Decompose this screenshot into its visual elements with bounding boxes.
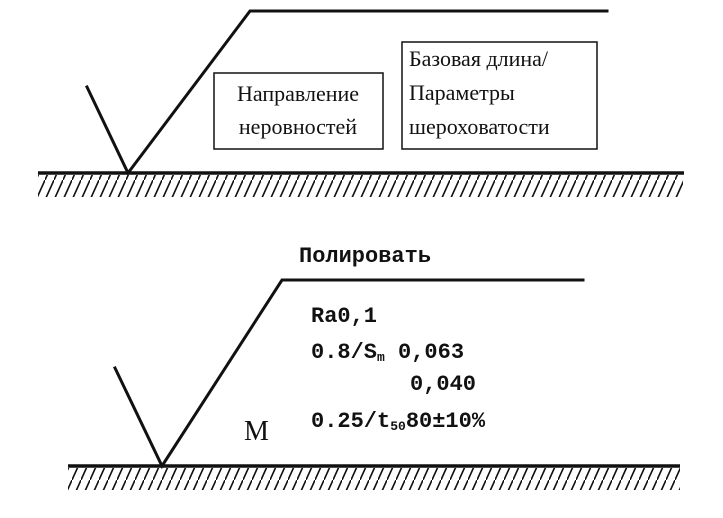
param-line-2-prefix: 0.8/S <box>311 340 377 365</box>
parameters-box-line-2: Параметры <box>409 80 515 105</box>
param-line-2-sub: m <box>377 350 385 365</box>
direction-box-line-2: неровностей <box>239 114 357 139</box>
bottom-check-mark <box>112 278 585 470</box>
param-line-4-sub: 50 <box>390 419 406 434</box>
param-line-4-value: 80±10% <box>406 409 486 434</box>
bottom-roughness-symbol: Полировать Ra0,1 0.8/Sm 0,063 0,040 0.25… <box>68 244 680 490</box>
param-line-4: 0.25/t5080±10% <box>311 409 486 434</box>
param-line-4-prefix: 0.25/t <box>311 409 390 434</box>
param-line-3: 0,040 <box>410 372 476 397</box>
direction-box <box>213 72 384 150</box>
top-roughness-symbol: Направление неровностей Базовая длина/ П… <box>38 9 684 197</box>
direction-symbol-m: M <box>244 416 269 447</box>
param-line-2: 0.8/Sm 0,063 <box>311 340 464 365</box>
direction-box-line-1: Направление <box>237 81 359 106</box>
parameters-box-line-1: Базовая длина/ <box>409 46 549 71</box>
bottom-surface-hatching <box>68 468 680 490</box>
top-surface-hatching <box>38 175 683 197</box>
parameters-box <box>401 41 598 150</box>
top-check-mark <box>85 9 609 176</box>
parameters-box-line-3: шероховатости <box>409 114 550 139</box>
param-line-2-value: 0,063 <box>385 340 464 365</box>
param-line-1: Ra0,1 <box>311 304 377 329</box>
processing-method: Полировать <box>299 244 431 269</box>
